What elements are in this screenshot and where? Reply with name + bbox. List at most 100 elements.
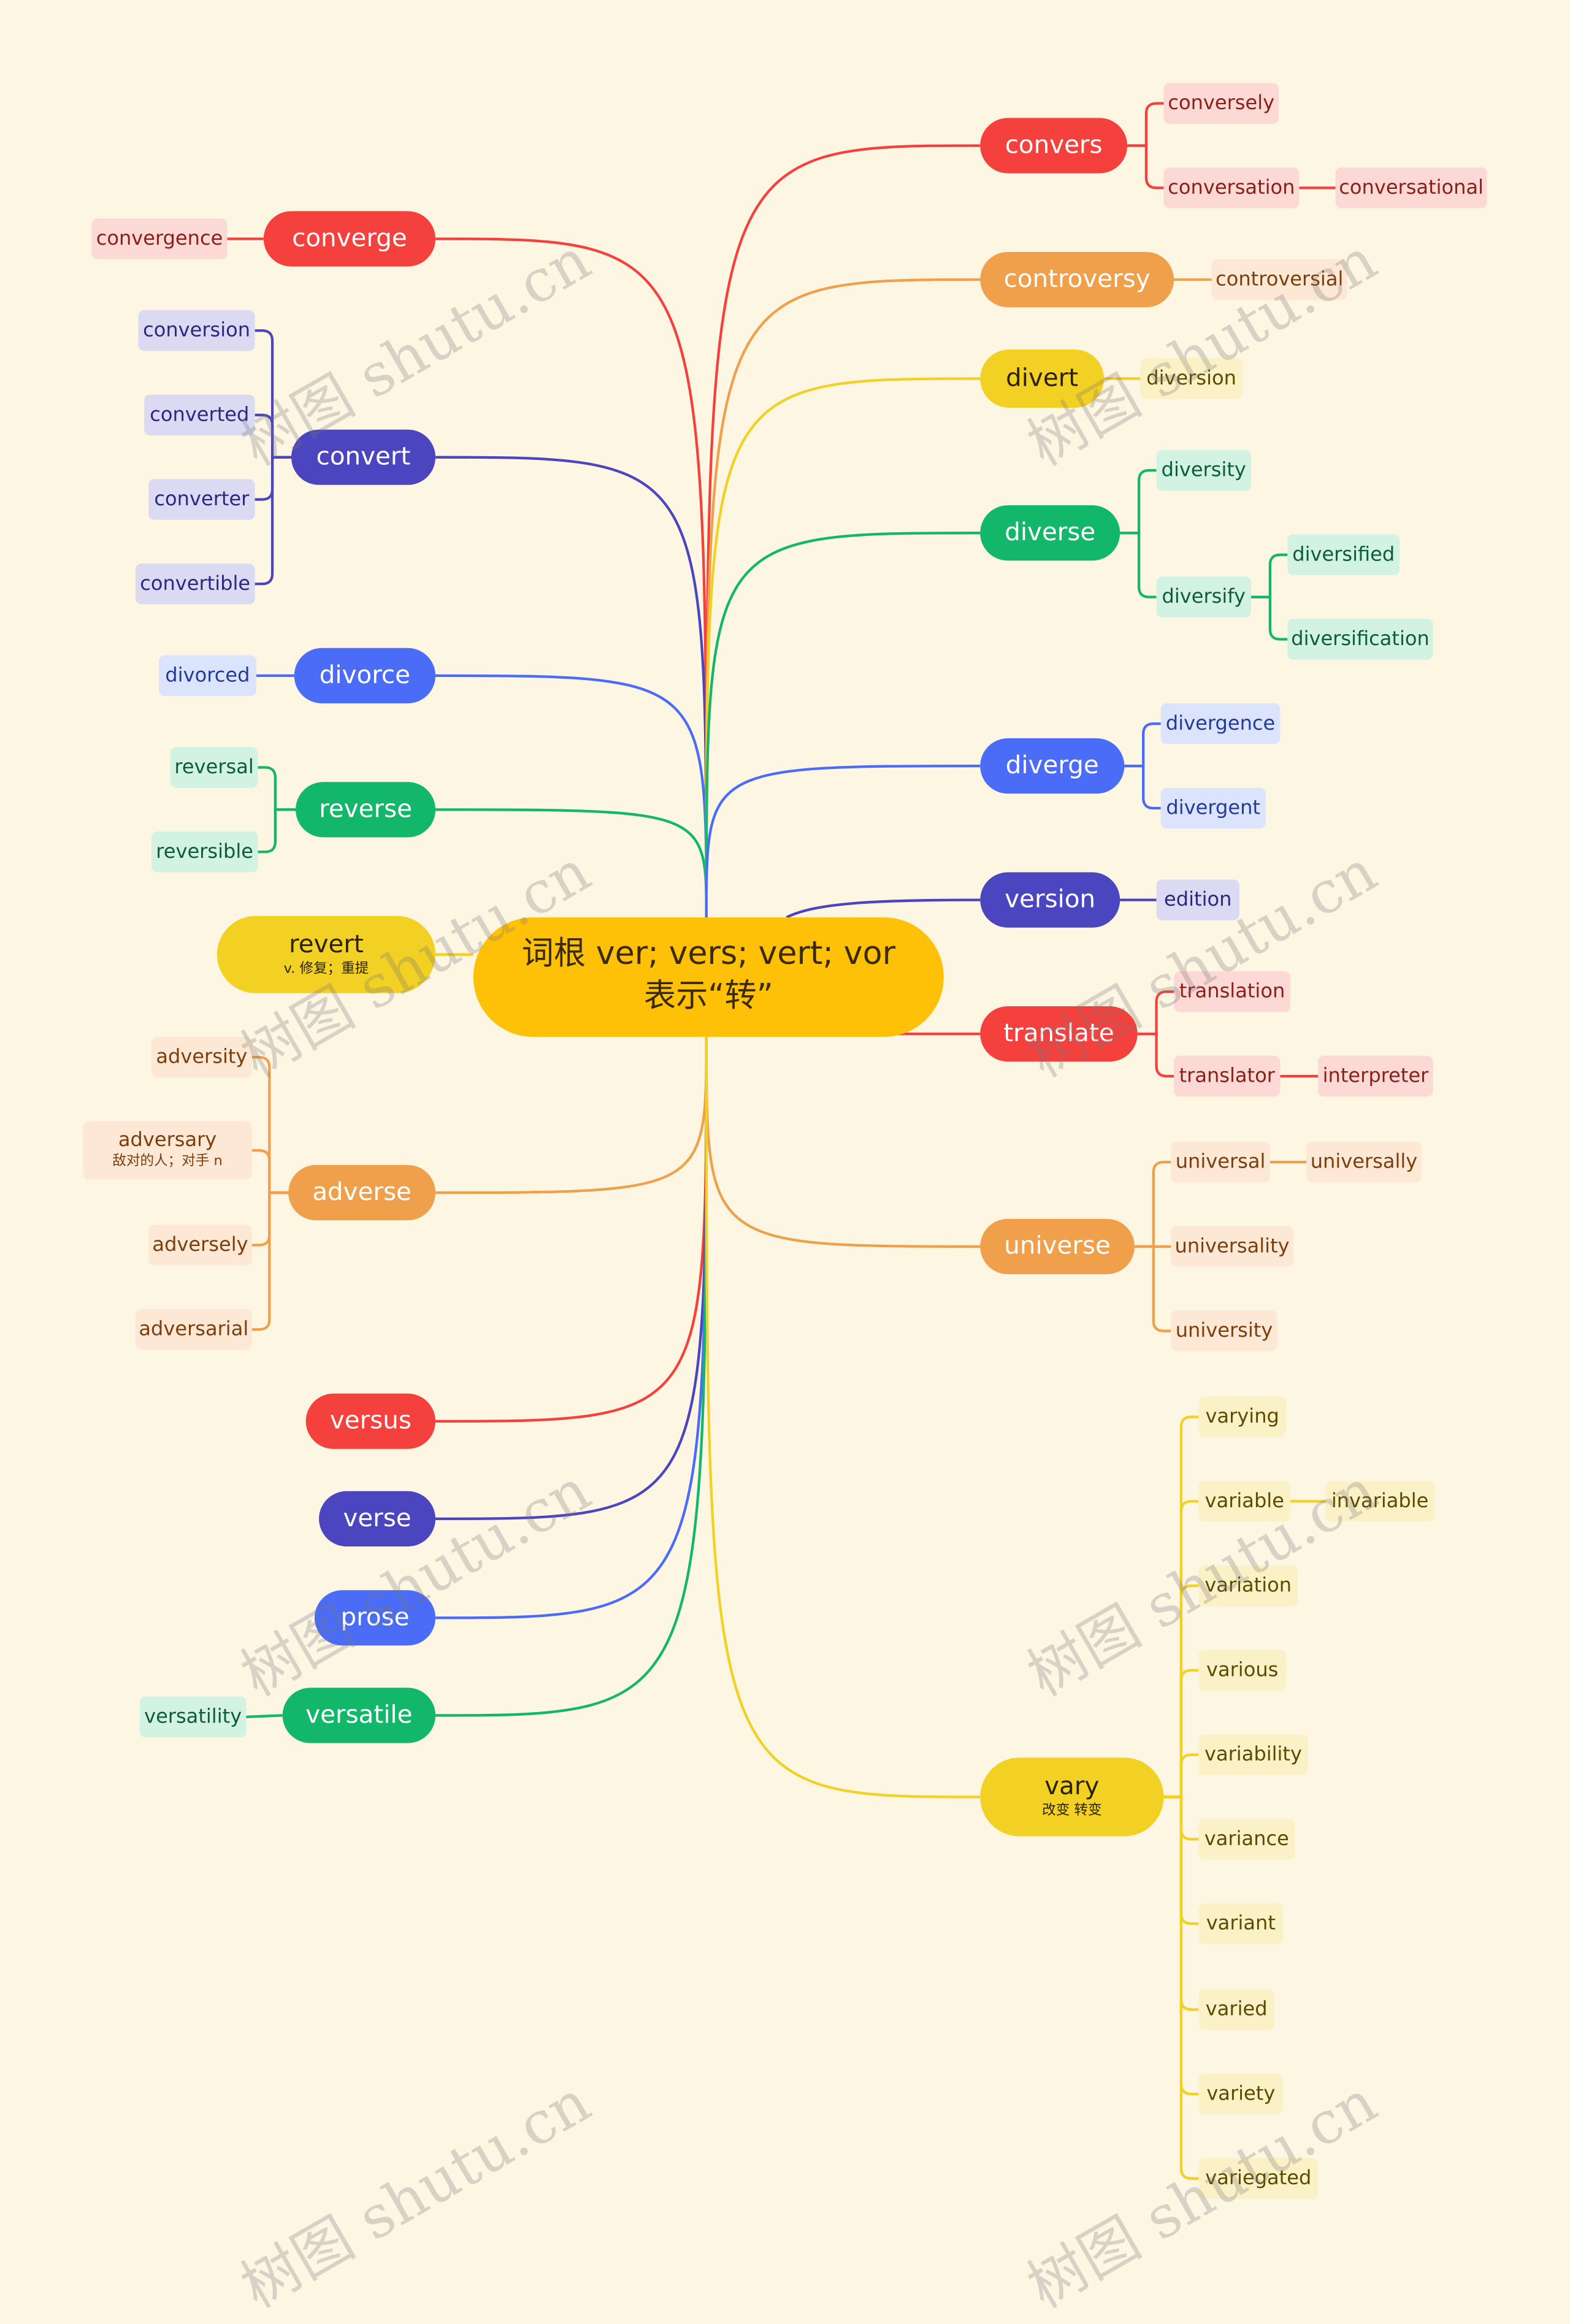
child-connector <box>1124 722 1161 768</box>
topic-label: converge <box>292 223 407 253</box>
subtopic-diversification[interactable]: diversification <box>1287 619 1433 660</box>
subtopic-divorced[interactable]: divorced <box>158 655 256 697</box>
topic-label: prose <box>340 1602 410 1632</box>
topic-label: diversify <box>1162 584 1246 608</box>
main-topic-divert[interactable]: divert <box>980 349 1105 408</box>
main-topic-diverge[interactable]: diverge <box>980 738 1125 794</box>
topic-label: invariable <box>1331 1489 1429 1513</box>
subtopic-convertible[interactable]: convertible <box>135 564 255 605</box>
subtopic-diversified[interactable]: diversified <box>1287 534 1400 576</box>
topic-label: divergent <box>1166 796 1260 820</box>
main-topic-reverse[interactable]: reverse <box>296 782 436 838</box>
child-connector <box>1250 553 1288 598</box>
topic-label: various <box>1206 1657 1279 1681</box>
subtopic-reversal[interactable]: reversal <box>170 747 258 788</box>
subtopic-reversible[interactable]: reversible <box>151 831 258 873</box>
subtopic-variable[interactable]: variable <box>1198 1481 1291 1522</box>
subtopic-conversational[interactable]: conversational <box>1335 167 1487 208</box>
subtopic-conversely[interactable]: conversely <box>1163 83 1279 124</box>
topic-label: universe <box>1004 1231 1111 1261</box>
main-topic-prose[interactable]: prose <box>314 1590 436 1646</box>
subtopic-divergent[interactable]: divergent <box>1160 787 1266 829</box>
subtopic-converted[interactable]: converted <box>144 394 255 436</box>
subtopic-various[interactable]: various <box>1198 1649 1286 1691</box>
main-topic-universe[interactable]: universe <box>980 1218 1135 1274</box>
topic-label: adversary <box>118 1129 217 1153</box>
subtopic-diversity[interactable]: diversity <box>1156 449 1251 491</box>
subtopic-variance[interactable]: variance <box>1198 1819 1295 1860</box>
child-connector <box>1163 1500 1199 1798</box>
child-connector <box>1124 765 1161 810</box>
topic-label: divorced <box>165 663 250 687</box>
topic-label: conversation <box>1168 175 1295 199</box>
main-topic-convert[interactable]: convert <box>291 429 436 485</box>
child-connector <box>255 456 291 586</box>
subtopic-translation[interactable]: translation <box>1174 971 1291 1012</box>
child-connector <box>255 329 291 459</box>
topic-note: v. 修复；重提 <box>283 960 369 977</box>
subtopic-adversarial[interactable]: adversarial <box>135 1309 252 1350</box>
subtopic-diversion[interactable]: diversion <box>1140 358 1243 399</box>
subtopic-universality[interactable]: universality <box>1171 1226 1293 1267</box>
main-topic-version[interactable]: version <box>980 872 1120 928</box>
subtopic-diversify[interactable]: diversify <box>1156 576 1251 617</box>
topic-label: diversity <box>1161 458 1246 482</box>
topic-label: variegated <box>1205 2166 1312 2190</box>
subtopic-edition[interactable]: edition <box>1156 879 1239 920</box>
main-topic-translate[interactable]: translate <box>980 1006 1138 1062</box>
main-topic-adverse[interactable]: adverse <box>288 1164 436 1221</box>
topic-label: universal <box>1175 1150 1266 1174</box>
main-topic-divorce[interactable]: divorce <box>294 648 436 704</box>
main-topic-convers[interactable]: convers <box>980 118 1128 174</box>
topic-label: varying <box>1205 1404 1279 1428</box>
child-connector <box>1163 1795 1199 2180</box>
subtopic-convergence[interactable]: convergence <box>91 218 228 259</box>
subtopic-variegated[interactable]: variegated <box>1198 2158 1319 2199</box>
subtopic-university[interactable]: university <box>1171 1310 1277 1351</box>
main-topic-controversy[interactable]: controversy <box>980 251 1174 308</box>
subtopic-controversial[interactable]: controversial <box>1211 259 1347 300</box>
main-topic-converge[interactable]: converge <box>263 211 436 267</box>
subtopic-variety[interactable]: variety <box>1198 2073 1284 2115</box>
topic-label: interpreter <box>1322 1063 1429 1087</box>
topic-label: convers <box>1005 130 1103 160</box>
main-topic-diverse[interactable]: diverse <box>980 505 1120 561</box>
subtopic-interpreter[interactable]: interpreter <box>1318 1055 1433 1097</box>
main-topic-versus[interactable]: versus <box>305 1393 436 1449</box>
subtopic-versatility[interactable]: versatility <box>139 1696 247 1738</box>
subtopic-variation[interactable]: variation <box>1198 1565 1298 1607</box>
subtopic-universal[interactable]: universal <box>1171 1141 1270 1183</box>
branch-connector <box>705 144 981 918</box>
subtopic-varying[interactable]: varying <box>1198 1396 1286 1437</box>
topic-label: divergence <box>1165 711 1276 735</box>
subtopic-divergence[interactable]: divergence <box>1160 703 1281 744</box>
subtopic-variability[interactable]: variability <box>1198 1734 1308 1775</box>
central-topic[interactable]: 词根 ver; vers; vert; vor 表示“转” <box>473 917 944 1037</box>
main-topic-verse[interactable]: verse <box>319 1491 436 1547</box>
central-topic-line1: 词根 ver; vers; vert; vor <box>521 936 896 974</box>
branch-connector <box>786 898 981 919</box>
topic-label: variance <box>1204 1827 1289 1851</box>
branch-connector <box>435 1036 708 1521</box>
subtopic-converter[interactable]: converter <box>148 479 255 520</box>
topic-label: universally <box>1310 1150 1418 1174</box>
child-connector <box>1137 1032 1174 1078</box>
subtopic-invariable[interactable]: invariable <box>1325 1481 1435 1522</box>
subtopic-varied[interactable]: varied <box>1198 1989 1274 2030</box>
subtopic-conversation[interactable]: conversation <box>1163 167 1300 208</box>
subtopic-variant[interactable]: variant <box>1198 1903 1284 1944</box>
subtopic-adversity[interactable]: adversity <box>151 1036 252 1078</box>
topic-label: versatile <box>305 1700 413 1730</box>
subtopic-adversely[interactable]: adversely <box>148 1225 252 1266</box>
subtopic-universally[interactable]: universally <box>1306 1141 1422 1183</box>
branch-connector <box>435 1036 708 1423</box>
subtopic-conversion[interactable]: conversion <box>138 310 255 351</box>
child-connector <box>1137 990 1174 1036</box>
topic-label: diverge <box>1005 751 1099 781</box>
main-topic-versatile[interactable]: versatile <box>282 1688 436 1743</box>
subtopic-translator[interactable]: translator <box>1174 1055 1281 1097</box>
